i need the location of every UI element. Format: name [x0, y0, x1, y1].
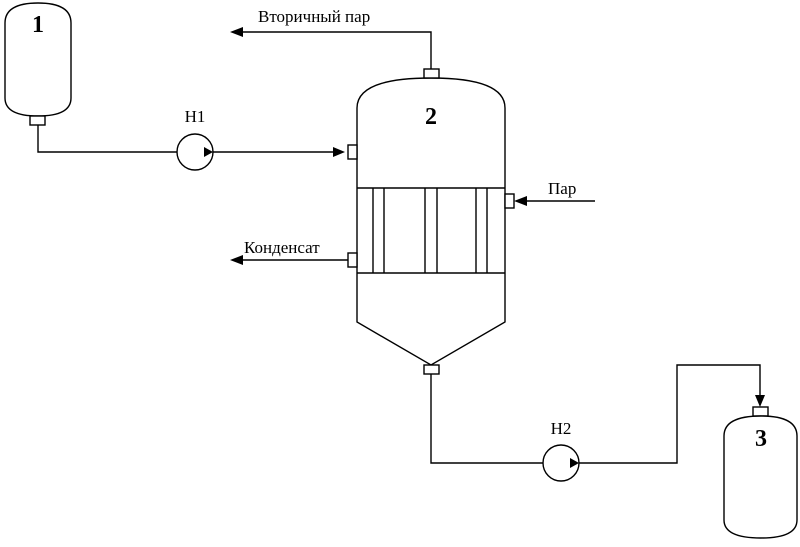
product-line-arrow	[755, 395, 765, 407]
tank-1: 1	[4, 2, 72, 126]
pump-h1-direction-mark	[204, 147, 213, 157]
nozzle-condensate-outlet	[347, 252, 358, 268]
condensate-label: Конденсат	[244, 238, 320, 257]
pump-h2-direction-mark	[570, 458, 579, 468]
product-line-to-tank3	[579, 364, 761, 464]
secondary-steam-label: Вторичный пар	[258, 7, 370, 26]
steam-label: Пар	[548, 179, 576, 198]
pump-h2: Н2	[542, 419, 580, 482]
pump-h2-label: Н2	[551, 419, 572, 438]
product-line-to-pump2	[430, 374, 543, 464]
tank-3-nozzle	[752, 406, 769, 417]
secondary-steam-line	[242, 31, 432, 69]
tank-3: 3	[723, 406, 798, 539]
tank-1-body	[4, 2, 72, 117]
pump-h1-label: Н1	[185, 107, 206, 126]
secondary-steam-arrow	[230, 27, 243, 37]
nozzle-bottom-outlet	[423, 364, 440, 375]
evaporator-2: 2	[347, 68, 515, 375]
condensate-arrow	[230, 255, 243, 265]
tank-3-number: 3	[755, 426, 767, 452]
tank-1-number: 1	[32, 12, 44, 38]
nozzle-steam-inlet	[504, 193, 515, 209]
pump-h1: Н1	[176, 107, 214, 171]
nozzle-feed-inlet	[347, 144, 358, 160]
evaporator-shell	[356, 77, 506, 366]
nozzle-top-secondary-steam	[423, 68, 440, 79]
feed-line-arrow	[333, 147, 345, 157]
evaporator-number: 2	[425, 104, 437, 130]
tank-3-body	[723, 415, 798, 539]
feed-line-tank1-to-pump1	[37, 125, 177, 153]
steam-arrow	[514, 196, 527, 206]
tank-1-nozzle	[29, 115, 46, 126]
